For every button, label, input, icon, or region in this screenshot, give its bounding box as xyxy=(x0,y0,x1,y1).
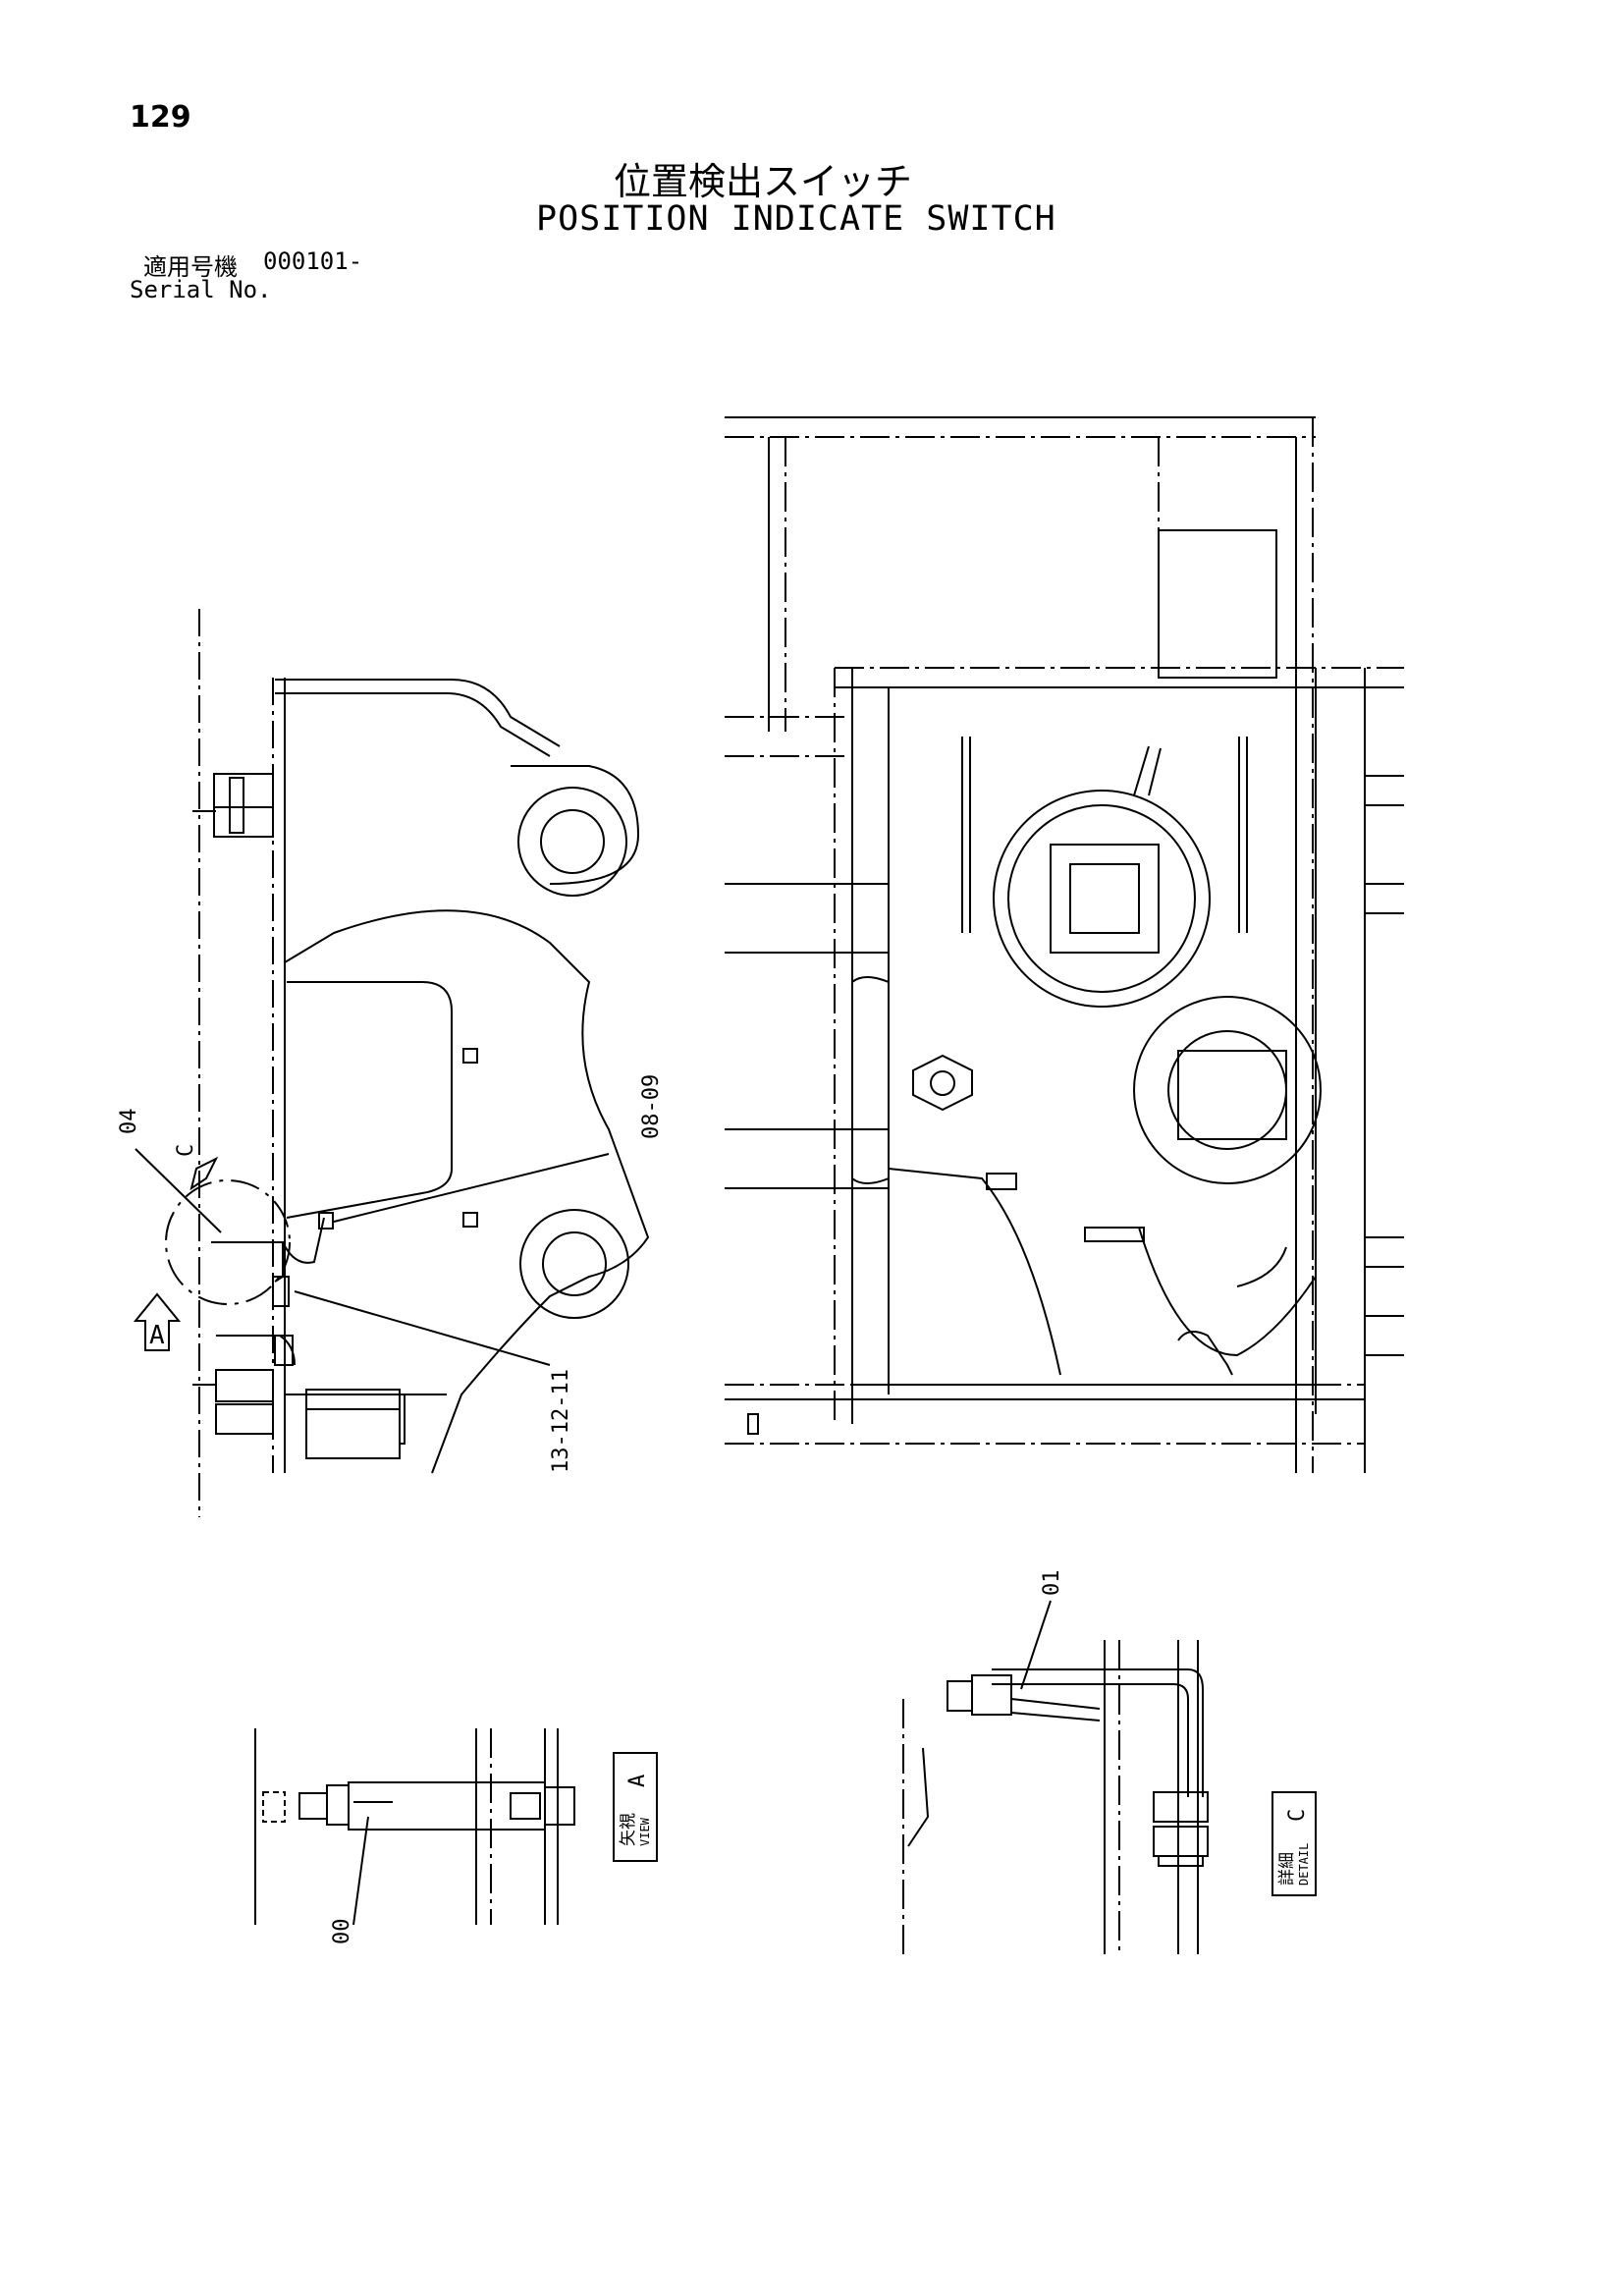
detail-c-drawing xyxy=(902,1640,1317,1954)
side-view-frame xyxy=(133,609,650,1517)
callout-13-12-11: 13-12-11 xyxy=(549,1369,573,1473)
view-box-en: VIEW xyxy=(638,1817,652,1846)
title-japanese: 位置検出スイッチ xyxy=(614,160,913,203)
view-box-jp: 矢視 xyxy=(619,1813,638,1846)
serial-label-japanese: 適用号機 xyxy=(143,253,238,281)
view-box-letter: A xyxy=(625,1775,650,1787)
detail-box-jp: 詳細 xyxy=(1277,1852,1297,1886)
serial-number: 000101- xyxy=(263,247,363,275)
view-arrow-letter: A xyxy=(149,1321,165,1350)
callout-00: 00 xyxy=(330,1919,354,1945)
title-english: POSITION INDICATE SWITCH xyxy=(536,199,1056,239)
callout-04: 04 xyxy=(117,1109,141,1135)
serial-label-english: Serial No. xyxy=(130,276,272,303)
detail-box-en: DETAIL xyxy=(1297,1843,1311,1886)
page-number: 129 xyxy=(130,100,191,135)
view-a-drawing xyxy=(254,1728,658,1925)
detail-box-letter: C xyxy=(1285,1809,1310,1822)
callout-08-09: 08-09 xyxy=(639,1074,664,1139)
callout-detail-c: C xyxy=(174,1144,198,1157)
callout-01: 01 xyxy=(1040,1570,1064,1597)
plan-view-frame xyxy=(725,416,1404,1473)
